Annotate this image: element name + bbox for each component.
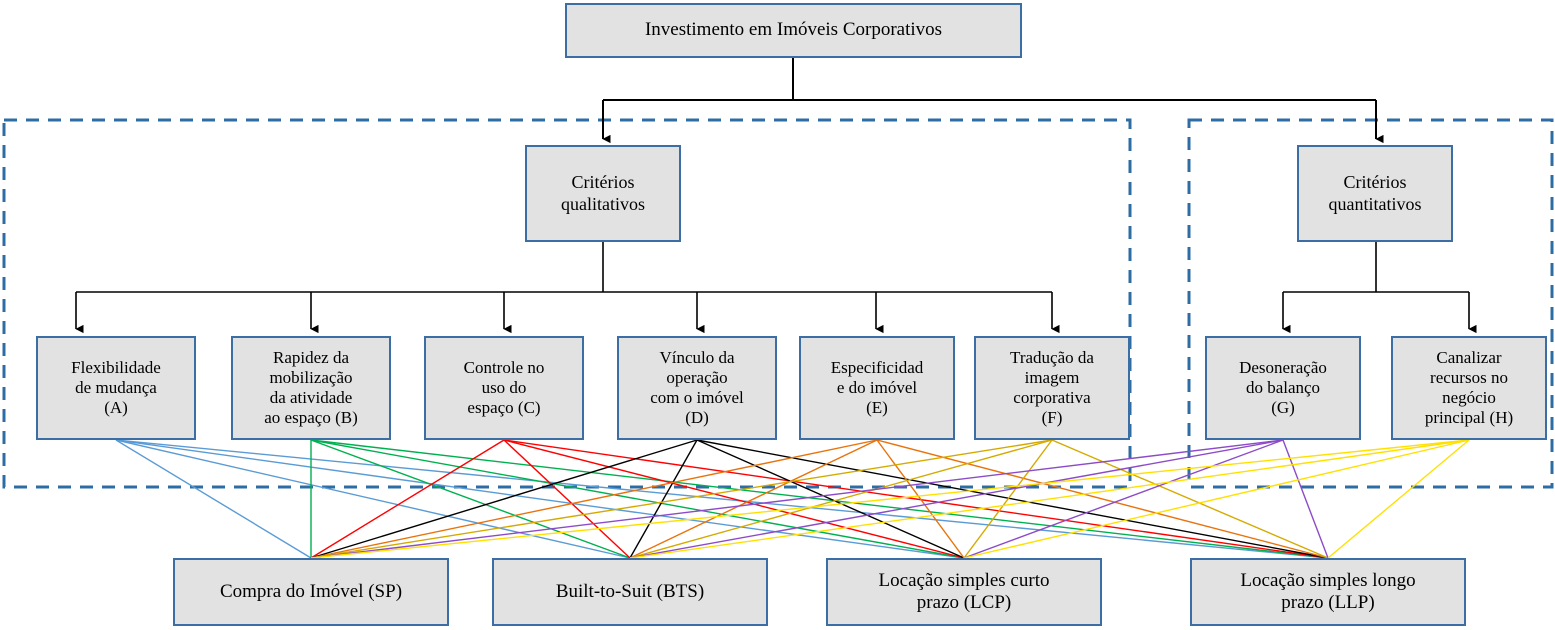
- link-a-lcp: [115, 439, 965, 559]
- link-h-lcp: [963, 439, 1470, 559]
- node-alternative-sp-label: Compra do Imóvel (SP): [219, 580, 403, 602]
- link-g-llp: [1282, 439, 1329, 559]
- link-e-sp: [310, 439, 878, 559]
- node-alternative-bts-label: Built-to-Suit (BTS): [555, 580, 705, 602]
- link-c-sp: [310, 439, 505, 559]
- criteria-alternative-links: [115, 439, 1470, 559]
- link-c-bts: [503, 439, 631, 559]
- node-alternative-bts[interactable]: Built-to-Suit (BTS): [492, 558, 768, 626]
- quantitative-connectors: [1282, 242, 1477, 334]
- node-investimento-label: Investimento em Imóveis Corporativos: [644, 19, 943, 41]
- link-d-bts: [629, 439, 698, 559]
- link-f-lcp: [963, 439, 1053, 559]
- link-e-llp: [876, 439, 1329, 559]
- link-e-bts: [629, 439, 878, 559]
- link-c-lcp: [503, 439, 965, 559]
- link-h-llp: [1327, 439, 1470, 559]
- qualitative-connectors: [75, 242, 1060, 334]
- link-h-sp: [310, 439, 1470, 559]
- link-f-llp: [1051, 439, 1329, 559]
- node-investimento[interactable]: Investimento em Imóveis Corporativos: [565, 3, 1022, 58]
- link-b-bts: [310, 439, 631, 559]
- link-b-llp: [310, 439, 1329, 559]
- link-a-llp: [115, 439, 1329, 559]
- link-a-bts: [115, 439, 631, 559]
- link-b-lcp: [310, 439, 965, 559]
- link-h-bts: [629, 439, 1470, 559]
- link-g-sp: [310, 439, 1284, 559]
- link-d-lcp: [696, 439, 965, 559]
- node-alternative-sp[interactable]: Compra do Imóvel (SP): [173, 558, 449, 626]
- link-g-lcp: [963, 439, 1284, 559]
- link-g-bts: [629, 439, 1284, 559]
- link-e-lcp: [876, 439, 965, 559]
- link-d-llp: [696, 439, 1329, 559]
- link-c-llp: [503, 439, 1329, 559]
- link-f-sp: [310, 439, 1053, 559]
- link-a-sp: [115, 439, 312, 559]
- link-d-sp: [310, 439, 698, 559]
- link-f-bts: [629, 439, 1053, 559]
- root-connectors: [602, 58, 1384, 144]
